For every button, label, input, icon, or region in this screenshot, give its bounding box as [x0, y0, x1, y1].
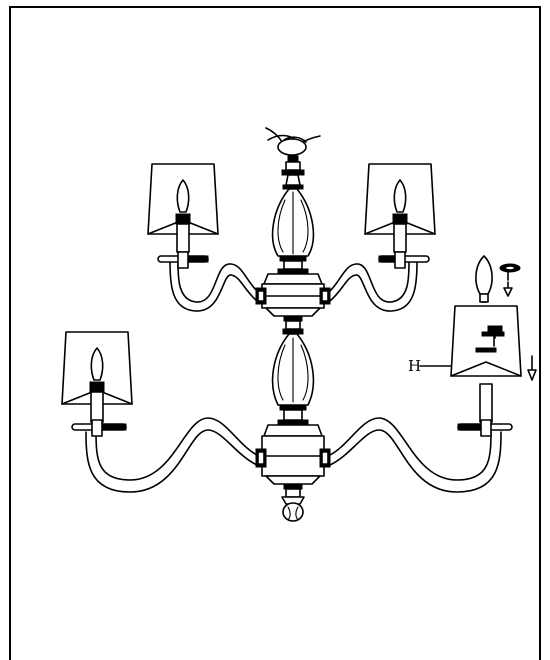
arrow-down-icon [503, 281, 513, 297]
upper-arms [169, 261, 418, 312]
diagram-border [9, 6, 541, 660]
lamp-lower-left [61, 331, 133, 437]
lamp-upper-right [364, 163, 436, 269]
light-bulb-icon [176, 179, 190, 213]
hanging-loop [265, 127, 321, 156]
bulb-install-detail [475, 255, 521, 303]
light-bulb-icon [475, 255, 493, 295]
screw-icon [499, 263, 521, 281]
bottom-finial [281, 483, 305, 522]
arrow-down-icon [527, 355, 537, 381]
callout-label: H [408, 357, 421, 375]
upper-hub [255, 283, 331, 317]
screw-icon [487, 325, 503, 339]
lampshade-exploded [450, 305, 522, 377]
lamp-upper-left [147, 163, 219, 269]
light-bulb-icon [90, 347, 104, 381]
lower-hub [255, 435, 331, 485]
lamp-lower-right [419, 305, 537, 437]
lower-arms [85, 417, 502, 493]
light-bulb-icon [393, 179, 407, 213]
central-stem [255, 127, 331, 522]
